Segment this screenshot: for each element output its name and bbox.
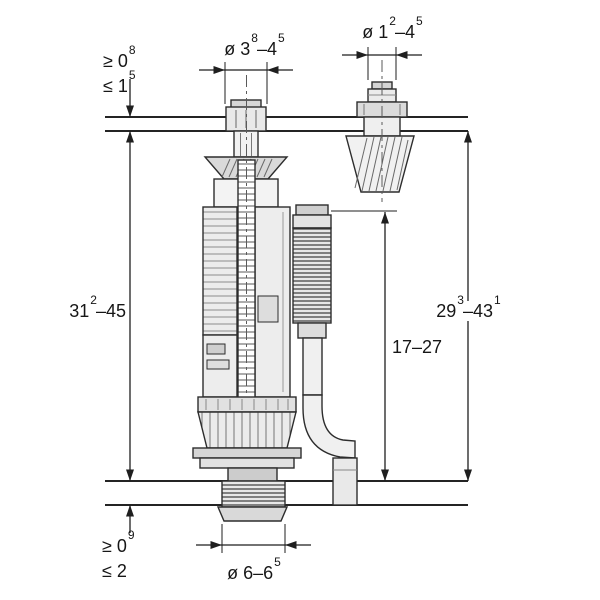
flush-flange	[192, 447, 302, 482]
fill-valve	[292, 60, 415, 506]
dim-base-thickness-label: ≥ 09 ≤ 2	[102, 528, 135, 581]
tank-lid	[105, 116, 468, 132]
flush-valve	[192, 75, 302, 522]
dim-fill-rod-dia-label: ø 12–45	[362, 14, 423, 42]
dim-lid-thickness-label: ≥ 08 ≤ 15	[103, 43, 136, 96]
dimension-annotations	[126, 47, 472, 553]
dim-outlet-dia-label: ø 6–65	[227, 555, 281, 583]
flush-shoulder	[197, 396, 297, 413]
tank-base	[105, 480, 468, 506]
dim-outlet-dia	[196, 524, 311, 553]
dim-flush-height-label: 312–45	[69, 293, 126, 321]
dim-fill-height	[331, 210, 397, 481]
flush-basket	[197, 411, 297, 449]
flush-outlet	[216, 480, 289, 522]
fill-bellows	[292, 204, 332, 339]
fill-bracket	[345, 135, 415, 193]
dim-fill-rod-dia	[342, 47, 422, 80]
dim-fill-height-label: 17–27	[392, 337, 443, 357]
fill-drop-tube	[302, 337, 358, 506]
dim-tank-height-label: 293–431	[418, 294, 518, 324]
flush-body-left	[202, 206, 238, 398]
dim-actuator-dia-label: ø 38–45	[224, 31, 285, 59]
flush-body-right	[254, 206, 291, 398]
dim-actuator-dia	[199, 62, 293, 104]
